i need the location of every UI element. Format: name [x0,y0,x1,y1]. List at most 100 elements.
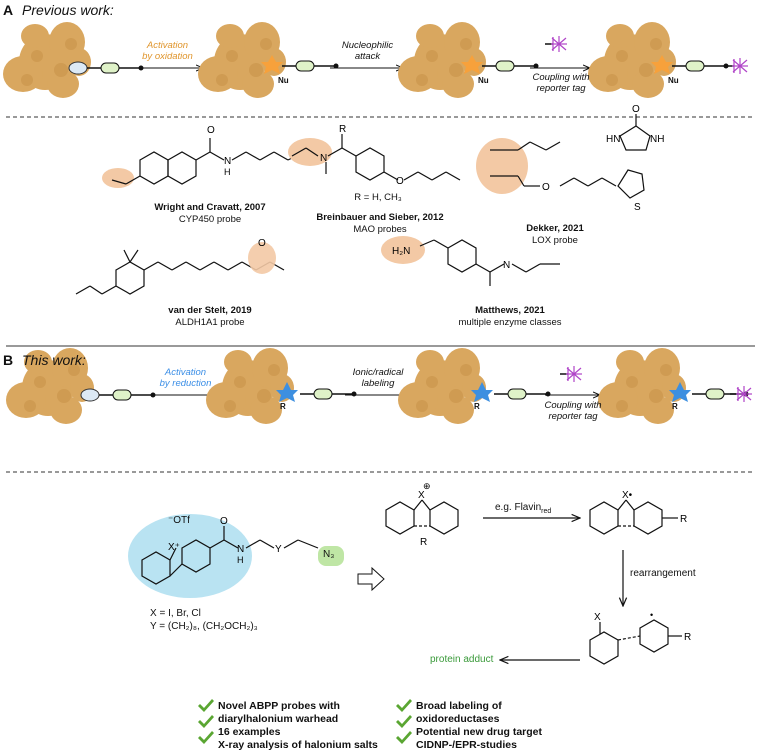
svg-text:H₂N: H₂N [392,246,410,257]
mechanism-scheme [385,499,682,665]
caption-author: Breinbauer and Sieber, 2012 [316,212,444,223]
structure-breinbauer [288,134,461,181]
caption-vanderstelt: van der Stelt, 2019 ALDH1A1 probe [150,305,270,329]
svg-text:R: R [684,632,691,643]
caption-author: Wright and Cravatt, 2007 [154,202,266,213]
nu-label: Nu [478,76,489,85]
step-coupling-b: Coupling with reporter tag [540,400,606,422]
x-definition: X = I, Br, Cl [150,608,201,619]
svg-text:O: O [542,182,550,193]
bullet-item: diarylhalonium warhead [218,713,339,725]
bullet-item: Potential new drug target [416,726,543,738]
caption-author: van der Stelt, 2019 [168,305,252,316]
svg-text:HN: HN [606,134,620,145]
flavin-label: e.g. Flavinred [495,502,551,515]
caption-desc: MAO probes [353,224,407,235]
bullets-right: Broad labeling of oxidoreductases Potent… [416,700,576,752]
bullet-item: oxidoreductases [416,713,500,725]
caption-wright: Wright and Cravatt, 2007 CYP450 probe [130,202,290,226]
structure-matthews [381,236,560,286]
svg-text:X⁺: X⁺ [168,542,180,553]
svg-text:O: O [207,125,215,136]
svg-text:•: • [650,610,653,620]
y-definition: Y = (CH₂)₈, (CH₂OCH₂)₃ [150,621,258,632]
bullet-item: Broad labeling of [416,700,502,712]
nu-label: Nu [278,76,289,85]
step-label: by oxidation [142,51,193,62]
protein-blob-icon [3,22,91,98]
step-ionic-radical: Ionic/radical labeling [343,367,413,389]
step-activation-oxidation: Activation by oxidation [130,40,205,62]
step-label: Ionic/radical [352,367,404,378]
svg-text:O: O [220,516,228,527]
checkmark-icon [198,699,412,744]
svg-text:H: H [237,555,244,565]
step-coupling-a: Coupling with reporter tag [528,72,594,94]
rearrangement-label: rearrangement [630,568,696,579]
panel-b-title: This work: [22,352,86,368]
bullet-item: CIDNP-/EPR-studies [416,739,517,751]
svg-text:X: X [418,490,425,501]
open-arrow-icon [357,566,385,592]
caption-author: Dekker, 2021 [526,223,584,234]
step-activation-reduction: Activation by reduction [148,367,223,389]
caption-desc: ALDH1A1 probe [175,317,245,328]
svg-text:N: N [320,153,327,164]
otf-label: ⁻OTf [168,515,190,526]
r-label: R [672,402,678,411]
panel-a-title: Previous work: [22,2,114,18]
step-label: by reduction [159,378,212,389]
n3-label: N₃ [323,549,335,560]
structure-dekker [476,114,651,199]
svg-text:N: N [503,260,510,271]
bullet-item: Novel ABPP probes with [218,700,340,712]
panel-a-label: A [3,2,14,18]
flavin-sub: red [541,508,552,515]
structure-wright [102,138,305,188]
svg-text:O: O [632,104,640,115]
step-label: reporter tag [548,411,598,422]
caption-author: Matthews, 2021 [475,305,545,316]
step-label: labeling [361,378,395,389]
protein-adduct-label: protein adduct [430,654,494,665]
svg-text:⊕: ⊕ [423,481,431,491]
svg-text:N: N [237,544,244,555]
step-nucleophilic-attack: Nucleophilic attack [330,40,405,62]
caption-desc: CYP450 probe [178,214,242,225]
svg-text:N: N [224,156,231,167]
svg-text:O: O [396,176,404,187]
svg-text:Y: Y [275,544,282,555]
svg-text:R: R [680,514,687,525]
caption-dekker: Dekker, 2021 LOX probe [500,223,610,247]
halonium-probe-structure: O N H Y X⁺ [128,514,344,598]
bullet-item: X-ray analysis of halonium salts [218,739,378,751]
svg-text:O: O [258,238,266,249]
svg-text:X: X [594,612,601,623]
caption-matthews: Matthews, 2021 multiple enzyme classes [440,305,580,329]
step-label: Nucleophilic [341,40,394,51]
step-label: Coupling with [532,72,590,83]
flavin-text: e.g. Flavin [495,502,542,513]
step-label: attack [354,51,381,62]
bullet-item: 16 examples [218,726,281,738]
r-label: R [474,402,480,411]
caption-desc: LOX probe [532,235,578,246]
panel-b-label: B [3,352,14,368]
svg-text:S: S [634,202,641,213]
svg-text:NH: NH [650,134,664,145]
step-label: Activation [164,367,207,378]
svg-text:R: R [420,537,427,548]
step-label: reporter tag [536,83,586,94]
r-label: R [280,402,286,411]
caption-breinbauer: Breinbauer and Sieber, 2012 MAO probes [300,212,460,236]
step-label: Coupling with [544,400,602,411]
svg-text:R: R [339,124,346,135]
caption-desc: multiple enzyme classes [458,317,562,328]
r-definition: R = H, CH₃ [354,192,402,203]
svg-text:H: H [224,167,231,177]
svg-text:X•: X• [622,490,633,501]
bullets-left: Novel ABPP probes with diarylhalonium wa… [218,700,398,752]
step-label: Activation [146,40,189,51]
nu-label: Nu [668,76,679,85]
